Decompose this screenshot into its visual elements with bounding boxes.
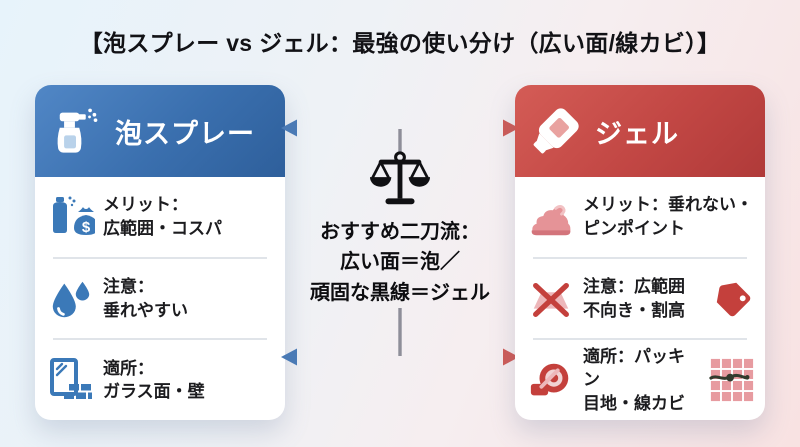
gel-merit-text: メリット：垂れない・ ピンポイント [583, 195, 753, 238]
glass-window-wall-icon [47, 356, 95, 404]
gel-card: ジェル メリット：垂れない・ ピンポイント 注意：広範囲 不向き・割高 [515, 85, 765, 420]
tile-mold-icon [709, 357, 755, 403]
recommendation-text: おすすめ二刀流： 広い面＝泡／ 頑固な黒線＝ジェル [310, 221, 490, 304]
balance-scale-icon [369, 150, 431, 210]
cream-dollop-icon [527, 194, 575, 240]
gel-merit-row: メリット：垂れない・ ピンポイント [515, 177, 765, 257]
svg-text:$: $ [82, 219, 91, 236]
gel-title: ジェル [595, 118, 679, 149]
foam-caution-row: 注意： 垂れやすい [35, 259, 285, 339]
divider [533, 256, 747, 259]
foam-spray-header: 泡スプレー [35, 85, 285, 177]
no-wide-area-icon [527, 276, 575, 322]
gel-header: ジェル [515, 85, 765, 177]
divider [53, 256, 267, 259]
water-drops-icon [47, 276, 95, 322]
foam-spray-card: 泡スプレー $ メリット： 広範囲・コスパ [35, 85, 285, 420]
gel-usage-row: 適所：パッキン 目地・線カビ [515, 340, 765, 420]
foam-merit-text: メリット： 広範囲・コスパ [103, 195, 222, 238]
foam-usage-row: 適所： ガラス面・壁 [35, 340, 285, 420]
divider [533, 338, 747, 341]
foam-merit-row: $ メリット： 広範囲・コスパ [35, 177, 285, 257]
gel-caution-row: 注意：広範囲 不向き・割高 [515, 259, 765, 339]
gel-caution-text: 注意：広範囲 不向き・割高 [583, 277, 685, 320]
gel-tube-icon [527, 104, 585, 158]
foam-spray-title: 泡スプレー [115, 118, 255, 149]
divider [53, 338, 267, 341]
foam-caution-text: 注意： 垂れやすい [103, 277, 188, 320]
gel-usage-text: 適所：パッキン 目地・線カビ [583, 347, 685, 413]
spray-bottle-icon [47, 105, 105, 157]
spray-can-money-bag-icon: $ [47, 193, 95, 241]
price-tag-icon [711, 277, 755, 321]
page-title: 【泡スプレー vs ジェル：最強の使い分け（広い面/線カビ）】 [79, 30, 721, 56]
packing-roll-icon [527, 357, 575, 403]
foam-usage-text: 適所： ガラス面・壁 [103, 358, 205, 402]
